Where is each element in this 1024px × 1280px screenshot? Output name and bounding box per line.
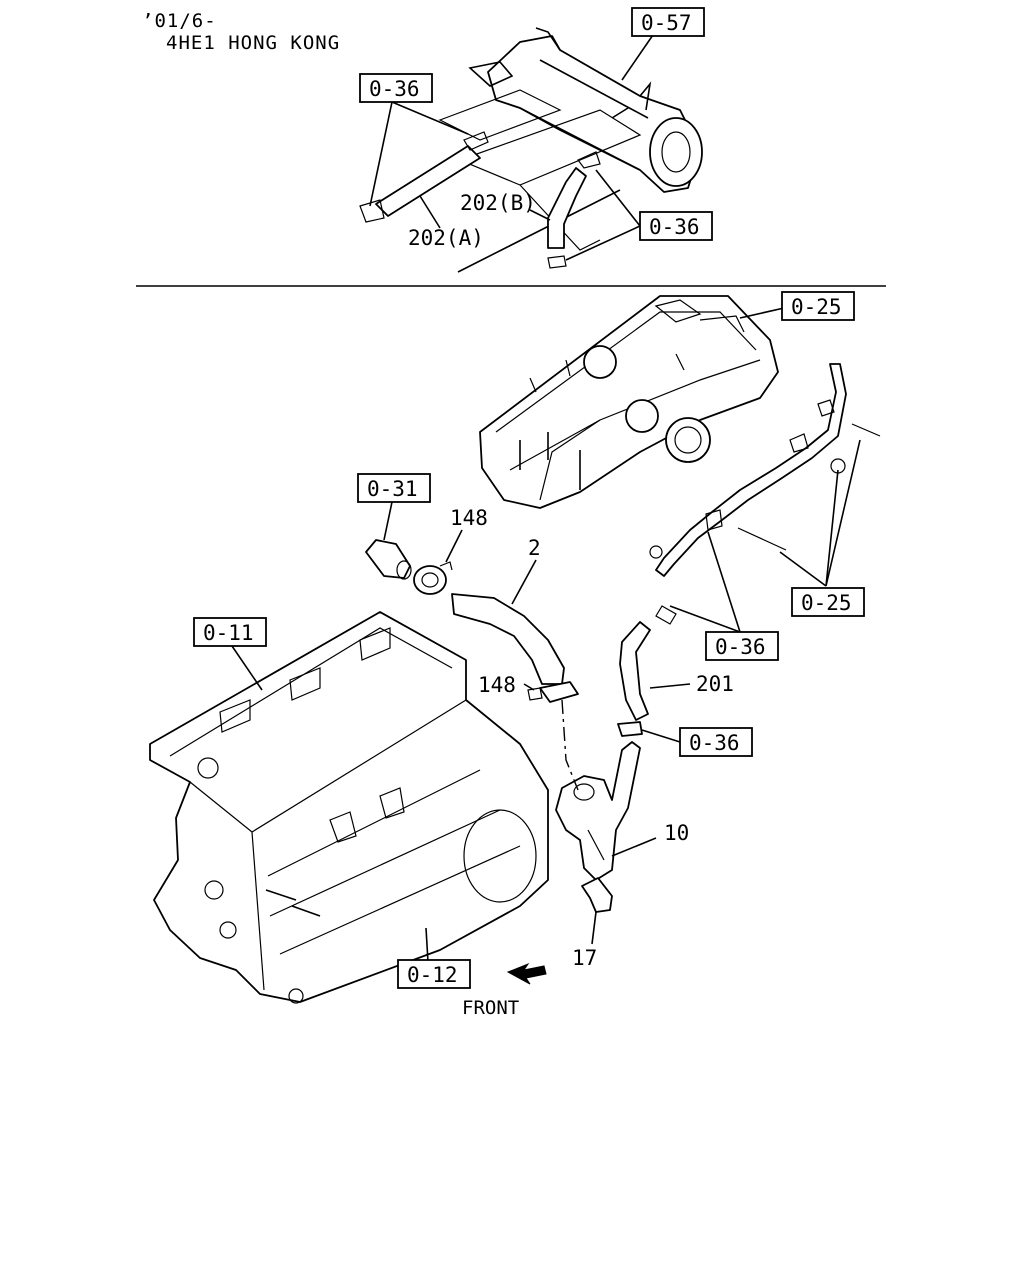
svg-text:0-25: 0-25 — [801, 591, 852, 615]
svg-text:0-36: 0-36 — [689, 731, 740, 755]
top-leaders — [369, 31, 656, 261]
date-code: ’01/6- — [142, 10, 217, 32]
part-label-201: 201 — [696, 672, 734, 696]
front-label: FRONT — [462, 997, 519, 1019]
ref-box-0-11[interactable]: 0-11 — [193, 617, 267, 647]
bolt-17 — [581, 877, 613, 945]
egr-cooler — [468, 27, 703, 193]
thermostat-housing-10 — [555, 741, 657, 881]
svg-text:0-25: 0-25 — [791, 295, 842, 319]
part-label-148-upper: 148 — [450, 506, 488, 530]
assembly-centerline — [561, 699, 579, 791]
ref-box-0-36-mid[interactable]: 0-36 — [705, 631, 779, 661]
part-label-202b: 202(B) — [460, 191, 536, 215]
ref-box-0-57[interactable]: 0-57 — [631, 7, 705, 37]
cylinder-block — [149, 611, 549, 1004]
svg-text:0-36: 0-36 — [715, 635, 766, 659]
water-pipe — [649, 363, 881, 625]
intake-manifold — [479, 295, 779, 509]
ref-box-0-36-top-left[interactable]: 0-36 — [359, 73, 433, 103]
clamp-148-upper — [413, 529, 463, 595]
hose-202a — [359, 131, 489, 223]
ref-box-0-12[interactable]: 0-12 — [397, 959, 471, 989]
svg-text:0-11: 0-11 — [203, 621, 254, 645]
thermostat-fitting — [365, 501, 412, 580]
svg-text:0-31: 0-31 — [367, 477, 418, 501]
part-label-148-lower: 148 — [478, 673, 516, 697]
part-label-17: 17 — [572, 946, 597, 970]
svg-text:0-57: 0-57 — [641, 11, 692, 35]
clamp-0-36-low — [617, 721, 681, 743]
hose-202b — [547, 151, 601, 269]
part-label-10: 10 — [664, 821, 689, 845]
front-arrow-icon — [506, 962, 547, 985]
part-label-2: 2 — [528, 536, 541, 560]
ref-box-0-25-right[interactable]: 0-25 — [791, 587, 865, 617]
hose-201 — [619, 621, 691, 721]
svg-text:0-12: 0-12 — [407, 963, 458, 987]
ref-box-0-25-top[interactable]: 0-25 — [781, 291, 855, 321]
svg-text:0-36: 0-36 — [369, 77, 420, 101]
part-label-202a: 202(A) — [408, 226, 484, 250]
ref-box-0-36-top-right[interactable]: 0-36 — [639, 211, 713, 241]
egr-bracket — [438, 89, 642, 273]
svg-text:0-36: 0-36 — [649, 215, 700, 239]
ref-box-0-31[interactable]: 0-31 — [357, 473, 431, 503]
model-line: 4HE1 HONG KONG — [166, 32, 341, 54]
clamp-148-lower — [523, 681, 579, 703]
right-leaders — [669, 307, 861, 633]
ref-box-0-36-low[interactable]: 0-36 — [679, 727, 753, 757]
hose-2 — [451, 559, 565, 685]
